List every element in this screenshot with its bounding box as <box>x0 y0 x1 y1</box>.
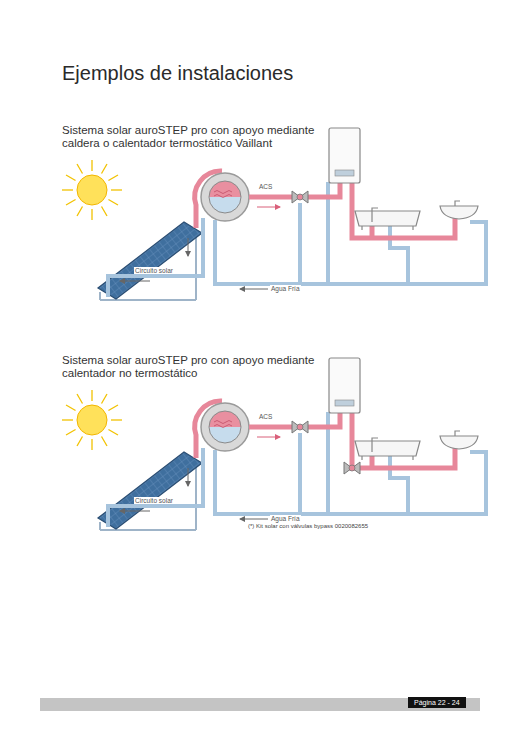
pipe-label: Agua Fría <box>270 285 301 292</box>
pipe-label: Circuito solar <box>134 497 174 504</box>
pipe-label: Circuito solar <box>134 267 174 274</box>
pipe-label: ACS <box>258 183 273 190</box>
section-heading: Sistema solar auroSTEP pro con apoyo med… <box>62 124 352 150</box>
page-title: Ejemplos de instalaciones <box>62 62 293 85</box>
pipe-label: Agua Fría <box>270 515 301 522</box>
footnote: (*) Kit solar con válvulas bypass 002008… <box>248 523 368 529</box>
pipe-label: ACS <box>258 413 273 420</box>
page-number: Página 22 - 24 <box>408 697 466 708</box>
section-heading: Sistema solar auroSTEP pro con apoyo med… <box>62 354 352 380</box>
